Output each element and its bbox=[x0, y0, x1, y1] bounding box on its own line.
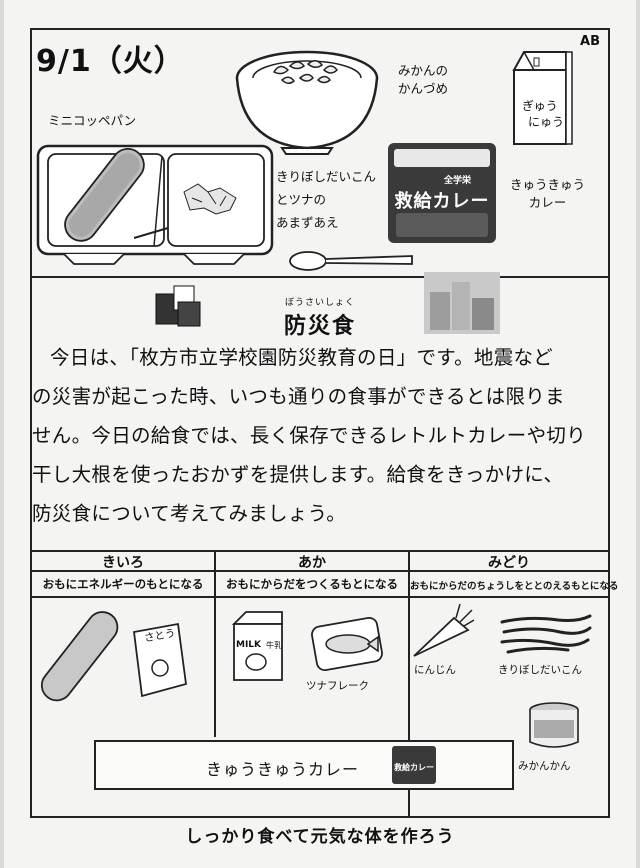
tuna-can-icon bbox=[311, 616, 383, 672]
body-line-4: 干し大根を使ったおかずを提供します。給食をきっかけに、 bbox=[32, 463, 564, 486]
sugar-bag-icon bbox=[133, 622, 187, 698]
carrot-icon bbox=[413, 603, 475, 657]
section-title: ぼうさいしょく 防災食 bbox=[4, 295, 636, 340]
bread-icon bbox=[40, 611, 119, 702]
group-red-name: あか bbox=[298, 555, 326, 571]
kiriboshi-label: きりぼしだいこん bbox=[498, 664, 582, 676]
curry-label-line2: カレー bbox=[528, 195, 567, 210]
carrot-label: にんじん bbox=[414, 664, 456, 676]
column-divider-2 bbox=[408, 550, 410, 818]
curry-package-brand: 全学栄 bbox=[444, 176, 472, 186]
divider-group-desc bbox=[32, 596, 610, 598]
body-line-2: の災害が起こった時、いつも通りの食事ができるとは限りま bbox=[32, 385, 565, 408]
section-body: 今日は、「枚方市立学校園防災教育の日」です。地震など の災害が起こった時、いつも… bbox=[32, 338, 606, 533]
divider-group-head bbox=[32, 570, 610, 572]
group-yellow-name: きいろ bbox=[102, 555, 144, 571]
curry-label-line1: きゅうきゅう bbox=[510, 177, 586, 192]
body-line-3: せん。今日の給食では、長く保存できるレトルトカレーや切り bbox=[32, 424, 587, 447]
slogan: しっかり食べて元気な体を作ろう bbox=[185, 827, 455, 847]
mikan-can-label: みかんかん bbox=[518, 760, 571, 772]
section-title-ruby: ぼうさいしょく bbox=[284, 298, 355, 308]
curry-box-thumbnail-text: 救給カレー bbox=[394, 763, 434, 772]
milk-label-line2: にゅう bbox=[528, 115, 565, 129]
outer-frame bbox=[30, 28, 610, 818]
group-green-name: みどり bbox=[488, 555, 530, 571]
stockpile-photo bbox=[424, 272, 500, 334]
mikan-can-icon bbox=[529, 702, 579, 748]
salad-label-line1: きりぼしだいこん bbox=[276, 169, 377, 184]
salad-label: きりぼしだいこん とツナの あまずあえ bbox=[276, 165, 376, 234]
milk-box-icon bbox=[231, 611, 283, 681]
curry-box: きゅうきゅうカレー 救給カレー bbox=[94, 740, 514, 790]
bread-label: ミニコッペパン bbox=[48, 113, 137, 128]
milk-box-label-jp: 牛乳 bbox=[266, 641, 282, 650]
salad-label-line2: とツナの bbox=[276, 192, 327, 207]
kiriboshi-icon bbox=[500, 614, 592, 654]
worksheet: 9/1（火） AB みかんの かんづめ ぎゅう にゅう ミニコッペパン bbox=[4, 0, 636, 868]
salad-label-line3: あまずあえ bbox=[276, 215, 339, 230]
body-line-5: 防災食について考えてみましょう。 bbox=[32, 502, 347, 525]
mikan-label-line2: かんづめ bbox=[398, 81, 449, 96]
curry-package-text: 救給カレー bbox=[394, 191, 490, 212]
curry-package-photo: 全学栄 救給カレー bbox=[388, 143, 496, 243]
mikan-label-line1: みかんの bbox=[398, 63, 449, 78]
curry-box-thumbnail: 救給カレー bbox=[392, 746, 436, 784]
divider-menu bbox=[32, 276, 610, 278]
lunch-tray-illustration bbox=[36, 144, 274, 265]
tuna-label: ツナフレーク bbox=[306, 680, 369, 692]
date-heading: 9/1（火） bbox=[36, 44, 185, 79]
column-divider-1 bbox=[214, 550, 216, 737]
mikan-bowl-illustration bbox=[235, 50, 379, 155]
curry-label: きゅうきゅう カレー bbox=[510, 176, 585, 212]
spoon-illustration bbox=[289, 251, 413, 271]
group-yellow-desc: おもにエネルギーのもとになる bbox=[42, 577, 204, 591]
mikan-label: みかんの かんづめ bbox=[398, 62, 448, 98]
group-red-desc: おもにからだをつくるもとになる bbox=[225, 577, 399, 591]
group-green-desc: おもにからだのちょうしをととのえるもとになる bbox=[410, 581, 619, 592]
milk-carton-illustration bbox=[512, 51, 573, 145]
milk-label-line1: ぎゅう bbox=[522, 99, 558, 113]
emergency-food-icon bbox=[155, 285, 201, 327]
class-code: AB bbox=[580, 34, 600, 49]
body-line-1: 今日は、「枚方市立学校園防災教育の日」です。地震など bbox=[50, 346, 554, 369]
curry-box-label: きゅうきゅうカレー bbox=[206, 760, 360, 779]
divider-groups bbox=[32, 550, 610, 552]
milk-box-label: MILK bbox=[236, 640, 262, 650]
milk-label: ぎゅう にゅう bbox=[522, 98, 564, 130]
section-title-text: 防災食 bbox=[283, 314, 356, 339]
